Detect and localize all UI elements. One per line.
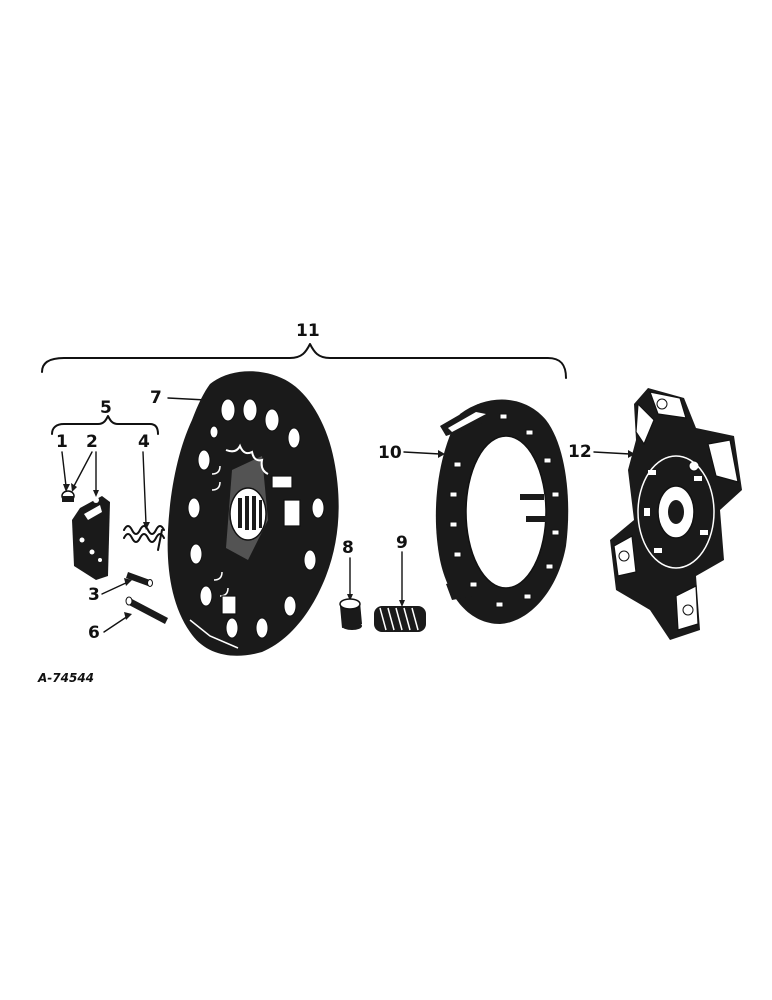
bracket-5: [51, 415, 159, 435]
part-4-lever-spring: [123, 525, 165, 551]
callout-4: 4: [138, 432, 150, 452]
part-3-pin: [126, 572, 153, 587]
callout-9: 9: [396, 533, 408, 553]
callout-10: 10: [378, 443, 402, 463]
callout-8: 8: [342, 538, 354, 558]
part-1-pin: [61, 490, 75, 502]
leader-lines: [61, 397, 631, 633]
part-12-driven-disc: [610, 388, 742, 640]
part-2-release-lever: [72, 496, 110, 580]
cover-holes: [187, 398, 325, 639]
cover-splined-hub: [229, 487, 267, 541]
part-6-pin: [125, 596, 168, 624]
part-10-pressure-plate: [435, 399, 569, 624]
callout-6: 6: [88, 623, 100, 643]
reference-code: A-74544: [37, 671, 94, 685]
callout-7: 7: [150, 388, 162, 408]
part-8-retainer-cup: [339, 598, 362, 630]
part-7-clutch-cover: [167, 371, 339, 656]
bracket-11: [41, 343, 567, 379]
callout-2: 2: [86, 432, 98, 452]
callout-1: 1: [56, 432, 68, 452]
callout-12: 12: [568, 442, 592, 462]
callout-11: 11: [296, 321, 320, 341]
callout-3: 3: [88, 585, 100, 605]
callout-5: 5: [100, 398, 112, 418]
plate-lugs: [449, 413, 560, 608]
part-9-pressure-spring: [374, 606, 426, 632]
